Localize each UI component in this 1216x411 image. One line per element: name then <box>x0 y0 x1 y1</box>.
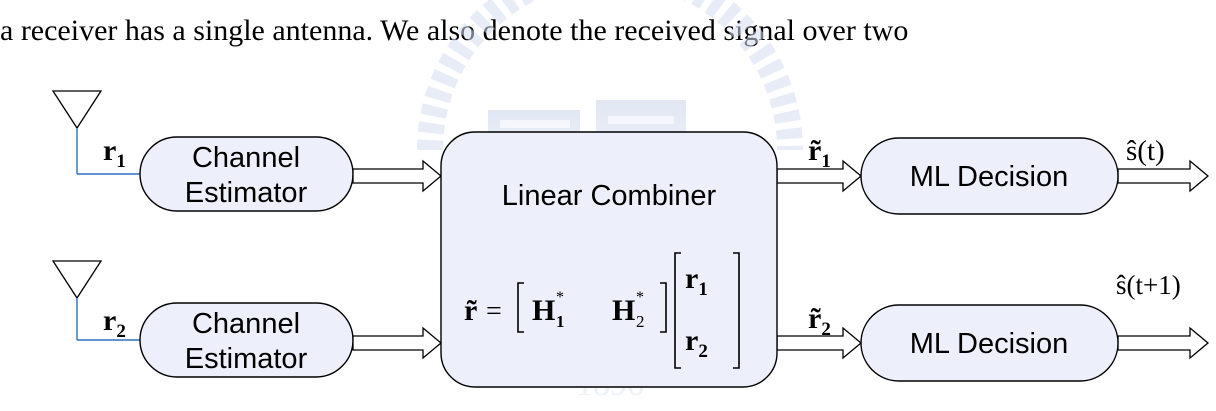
linear-combiner-title: Linear Combiner <box>502 180 717 212</box>
combiner-output-1-label: r̃1 <box>808 134 831 172</box>
antenna-2-icon <box>51 260 103 300</box>
arrow-combiner-to-decision-2 <box>776 326 863 360</box>
combiner-output-2-label: r̃2 <box>808 302 831 340</box>
arrow-estimator-2-to-combiner <box>352 326 443 360</box>
equation-vector-r2: r2 <box>685 324 708 362</box>
channel-estimator-2-line2: Estimator <box>185 343 308 375</box>
antenna-1-icon <box>51 90 103 130</box>
channel-estimator-2-line1: Channel <box>192 308 300 340</box>
equation-lhs: r̃ <box>464 294 477 327</box>
antenna-1-signal-label: r1 <box>103 134 126 172</box>
linear-combiner-block <box>440 131 778 388</box>
equation-h1: H <box>532 294 555 327</box>
output-2-label: ŝ(t+1) <box>1116 270 1181 300</box>
ml-decision-2-label: ML Decision <box>910 328 1068 360</box>
channel-estimator-1-line1: Channel <box>192 142 300 174</box>
equation-vector-r1: r1 <box>685 262 708 300</box>
antenna-2-signal-label: r2 <box>103 304 126 342</box>
combiner-equation: r̃ = H * 1 H * 2 r1 r2 <box>464 252 740 369</box>
ml-decision-1-label: ML Decision <box>910 161 1068 193</box>
antenna-2 <box>51 260 140 341</box>
arrow-decision-2-output <box>1117 326 1210 360</box>
antenna-1 <box>51 90 140 175</box>
equation-h1-sub: 1 <box>556 312 565 331</box>
equation-equals: = <box>486 296 502 327</box>
equation-h1-sup: * <box>556 289 564 306</box>
arrow-estimator-1-to-combiner <box>352 159 443 193</box>
ml-decision-2-block <box>860 304 1119 382</box>
equation-h2-sub: 2 <box>636 312 645 331</box>
equation-h2: H <box>612 294 635 327</box>
channel-estimator-1-line2: Estimator <box>185 177 308 209</box>
arrow-combiner-to-decision-1 <box>776 159 863 193</box>
arrow-decision-1-output <box>1117 159 1210 193</box>
output-1-label: ŝ(t) <box>1126 135 1165 167</box>
ml-decision-1-block <box>860 137 1119 215</box>
equation-h2-sup: * <box>636 289 644 306</box>
